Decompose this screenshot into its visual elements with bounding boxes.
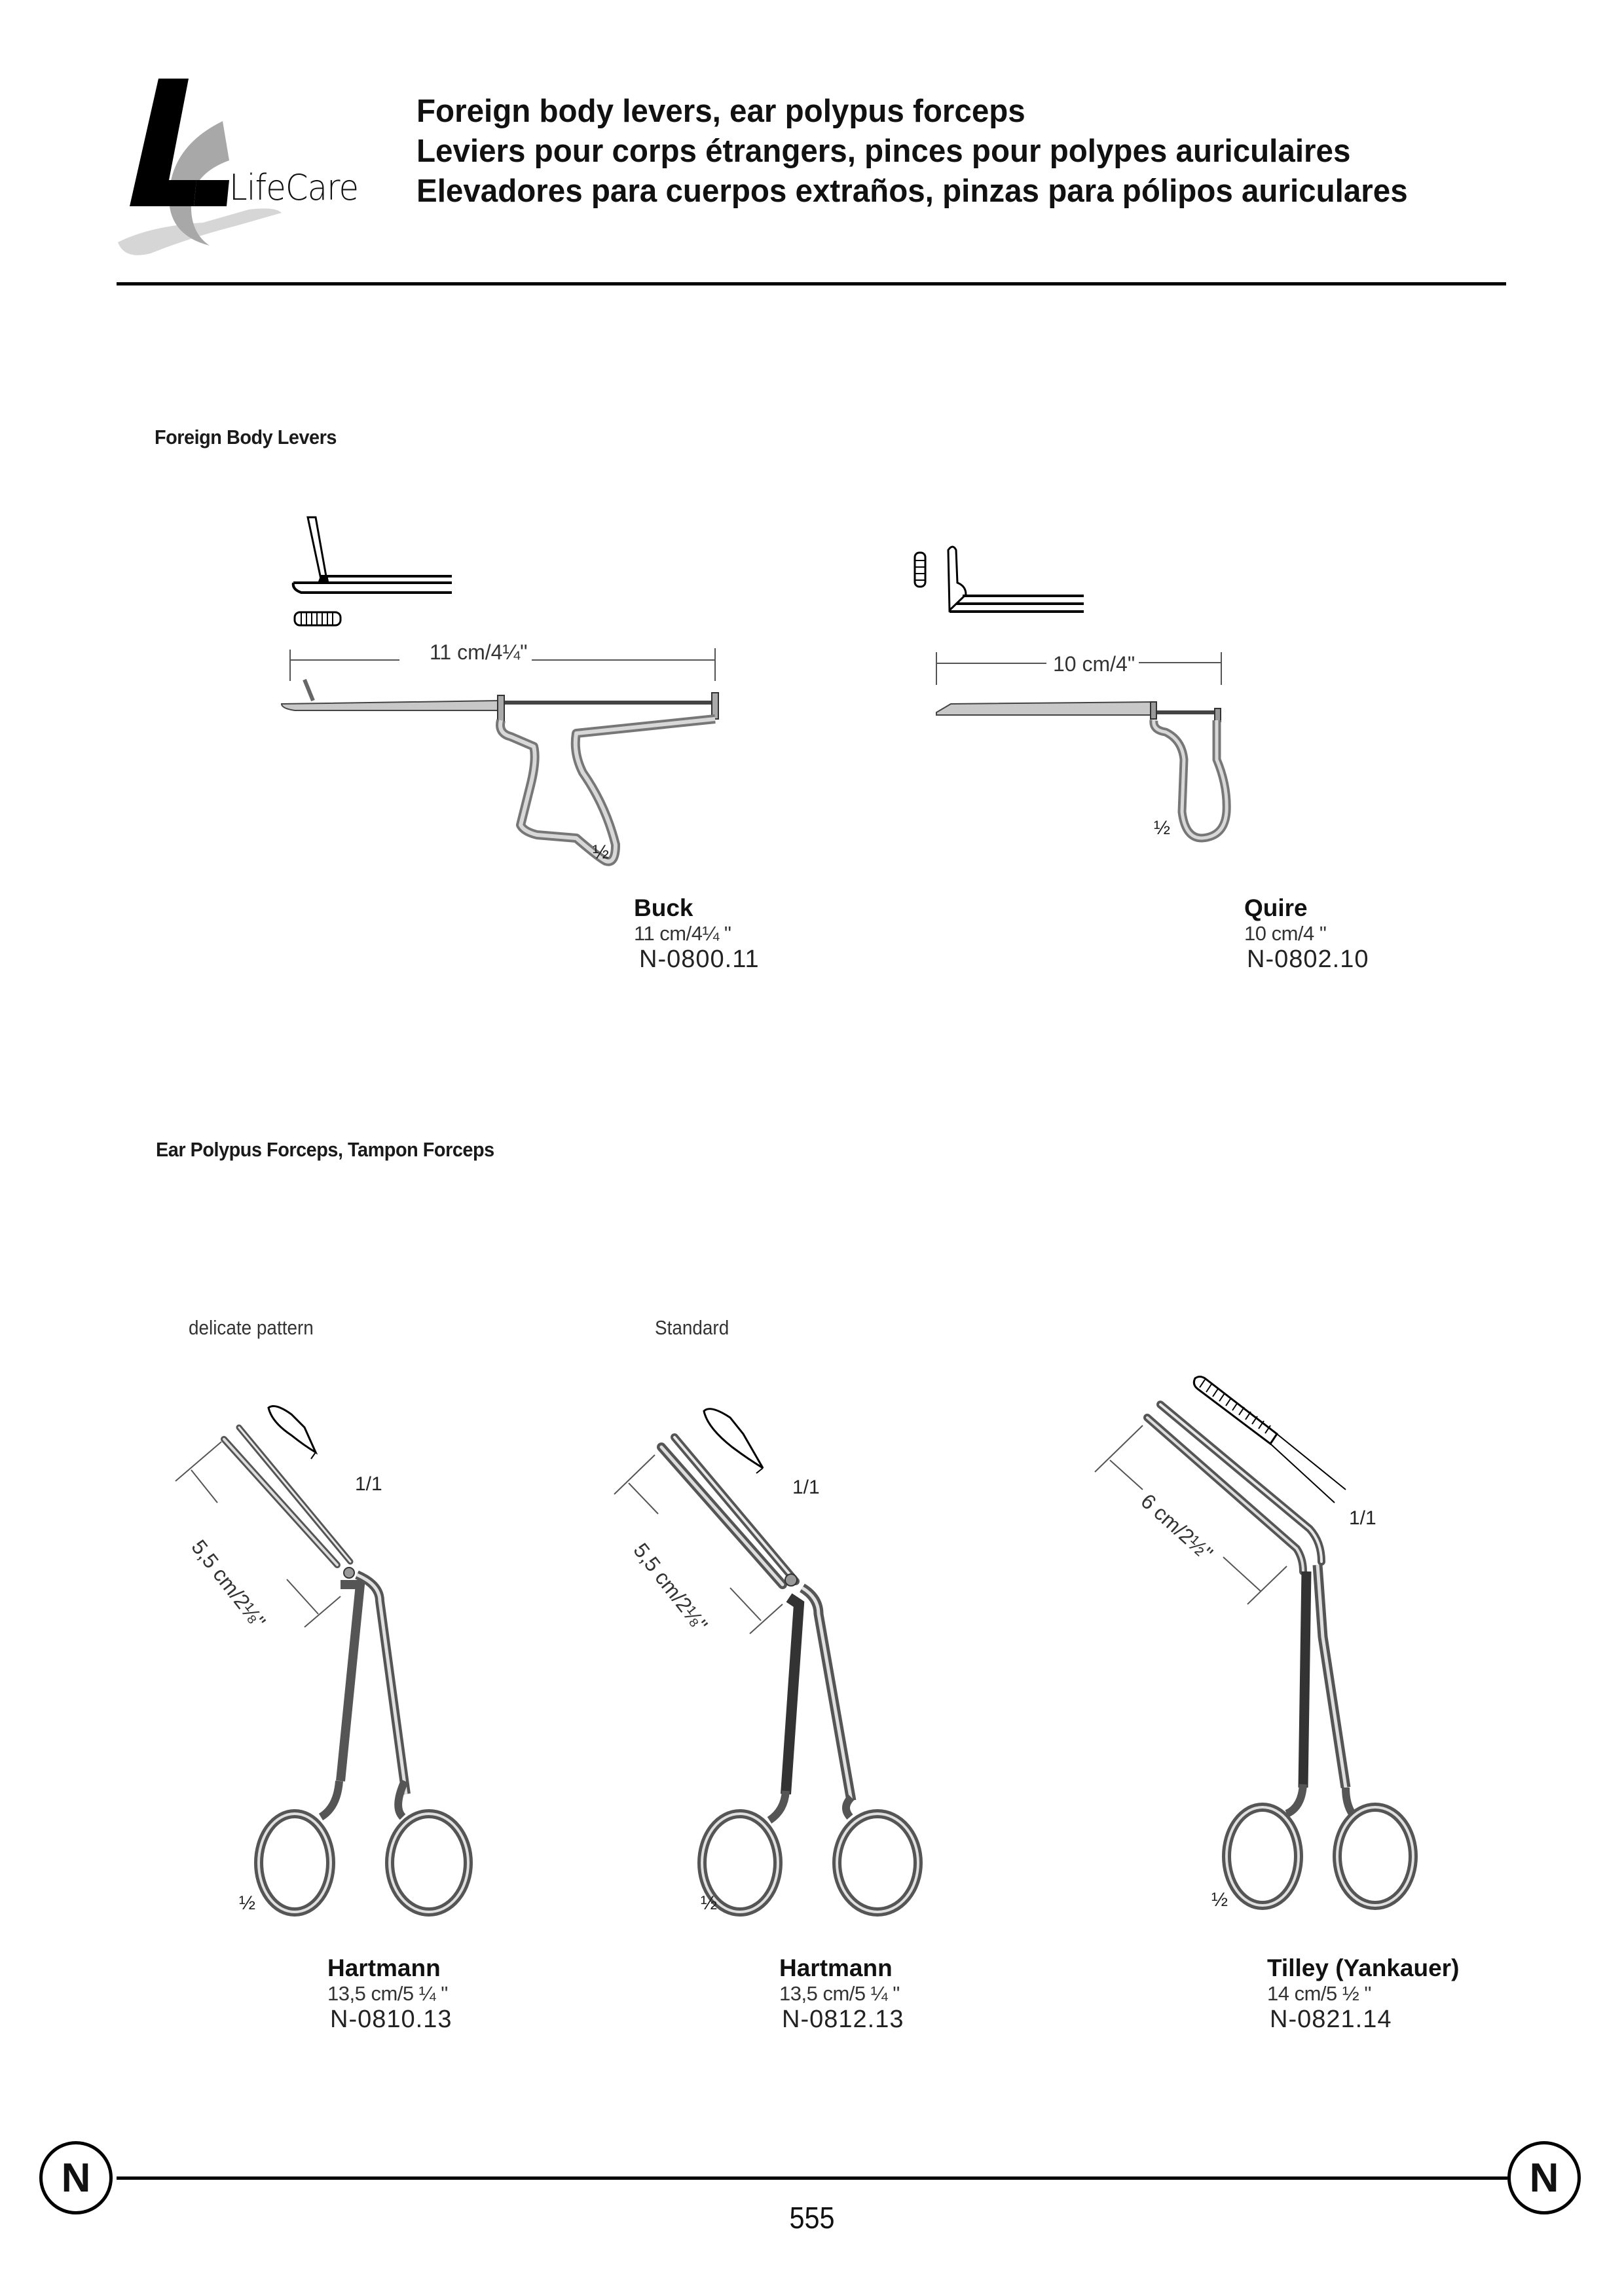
tilley-forceps-icon — [1094, 1376, 1418, 1910]
hartmann-delicate-illustration: 5,5 cm/2⅛" 1/1 ½ — [164, 1375, 557, 1951]
tilley-tip-scale: 1/1 — [1349, 1507, 1376, 1529]
product-card-hartmann-standard: Hartmann 13,5 cm/5 ¼ " N-0812.13 — [779, 1955, 904, 2034]
section-badge-left: N — [39, 2141, 113, 2214]
tilley-illustration: 6 cm/2½" 1/1 ½ — [1087, 1362, 1493, 1938]
buck-illustration: 11 cm/4¼" ½ — [275, 511, 786, 877]
product-name: Tilley (Yankauer) — [1267, 1955, 1460, 1981]
quire-illustration: 10 cm/4" ½ — [904, 524, 1388, 864]
product-name: Quire — [1244, 894, 1308, 921]
product-card-buck: Buck 11 cm/4¼ " N-0800.11 — [634, 894, 760, 974]
page-title-fr: Leviers pour corps étrangers, pinces pou… — [416, 134, 1351, 169]
page-number: 555 — [789, 2201, 835, 2235]
product-name: Buck — [634, 894, 693, 921]
product-name: Hartmann — [327, 1955, 441, 1981]
quire-scale: ½ — [1154, 817, 1171, 839]
hartmann-standard-illustration: 5,5 cm/2⅛" 1/1 ½ — [602, 1388, 1008, 1951]
product-name: Hartmann — [779, 1955, 893, 1981]
product-size: 14 cm/5 ½ " — [1267, 1982, 1371, 2005]
product-code: N-0812.13 — [782, 2006, 904, 2033]
product-code: N-0802.10 — [1247, 946, 1369, 973]
hartmann-forceps-icon — [614, 1408, 923, 1917]
quire-lever-icon — [913, 545, 1231, 843]
buck-scale: ½ — [593, 841, 610, 863]
product-size: 13,5 cm/5 ¼ " — [327, 1982, 448, 2005]
logo-mark-icon — [118, 79, 282, 255]
buck-lever-icon — [280, 516, 719, 866]
product-size: 11 cm/4¼ " — [634, 922, 731, 945]
page-title-es: Elevadores para cuerpos extraños, pinzas… — [416, 174, 1408, 209]
product-code: N-0800.11 — [639, 946, 760, 973]
hartmann-delicate-scale: ½ — [239, 1892, 256, 1914]
product-card-tilley: Tilley (Yankauer) 14 cm/5 ½ " N-0821.14 — [1267, 1955, 1459, 2034]
section-title-forceps: Ear Polypus Forceps, Tampon Forceps — [156, 1138, 494, 1161]
section-title-levers: Foreign Body Levers — [155, 426, 337, 449]
footer-divider — [117, 2176, 1507, 2180]
page-title-en: Foreign body levers, ear polypus forceps — [416, 94, 1025, 129]
hartmann-standard-tip-scale: 1/1 — [792, 1477, 820, 1498]
buck-dimension-label: 11 cm/4¼" — [426, 640, 532, 665]
product-code: N-0810.13 — [330, 2006, 452, 2033]
tilley-scale: ½ — [1211, 1889, 1228, 1911]
quire-dimension-label: 10 cm/4" — [1049, 652, 1139, 676]
variant-label-standard: Standard — [655, 1316, 729, 1339]
brand-name: LifeCare — [229, 167, 359, 208]
header-divider — [117, 282, 1506, 285]
lifecare-logo: LifeCare — [111, 69, 373, 265]
hartmann-delicate-tip-scale: 1/1 — [355, 1473, 382, 1495]
product-size: 10 cm/4 " — [1244, 922, 1327, 945]
variant-label-delicate: delicate pattern — [189, 1316, 314, 1339]
product-card-hartmann-delicate: Hartmann 13,5 cm/5 ¼ " N-0810.13 — [327, 1955, 452, 2034]
hartmann-forceps-icon — [175, 1405, 473, 1917]
product-size: 13,5 cm/5 ¼ " — [779, 1982, 900, 2005]
product-card-quire: Quire 10 cm/4 " N-0802.10 — [1244, 894, 1369, 974]
hartmann-standard-scale: ½ — [701, 1892, 718, 1914]
product-code: N-0821.14 — [1270, 2006, 1392, 2033]
section-badge-right: N — [1507, 2141, 1581, 2214]
